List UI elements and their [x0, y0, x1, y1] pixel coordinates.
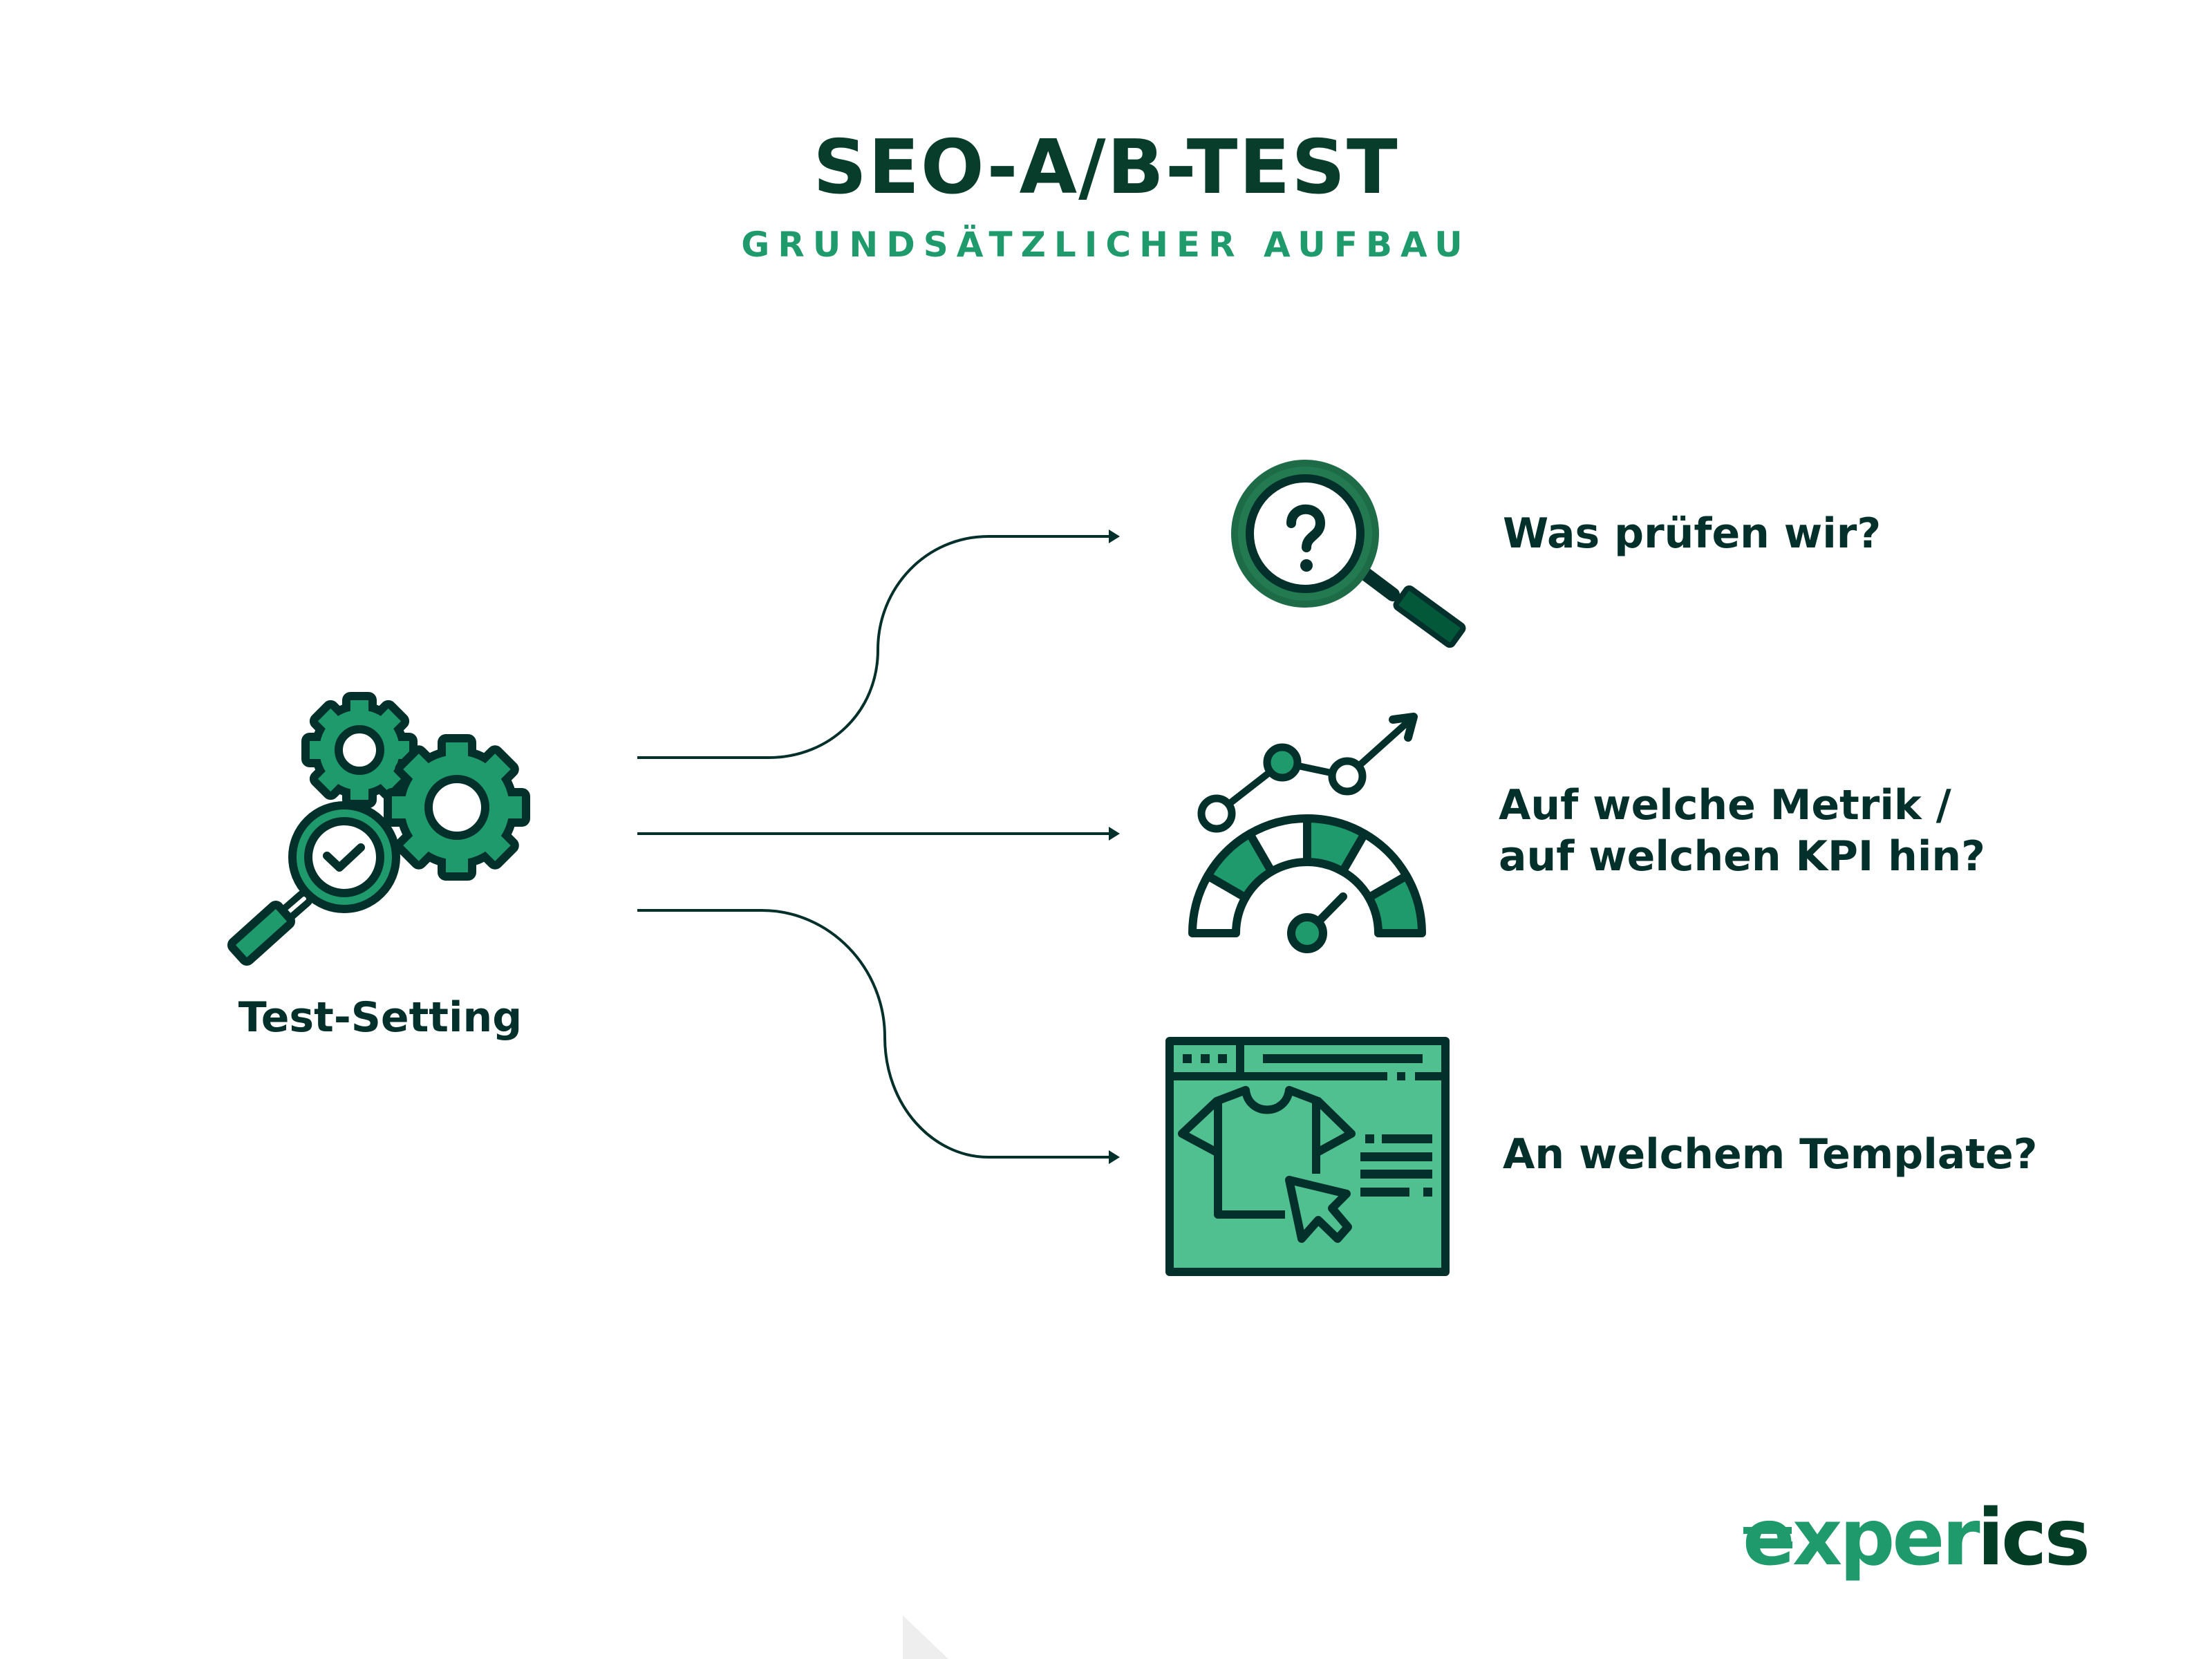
- page-subtitle: GRUNDSÄTZLICHER AUFBAU: [741, 225, 1471, 265]
- gears-magnifier-check-icon: [227, 692, 530, 966]
- decorative-corner: [903, 1615, 948, 1659]
- gear-tooth: [446, 742, 468, 762]
- gauge-chart-icon: [1188, 713, 1426, 953]
- gauge-segment: [1365, 872, 1426, 937]
- connectors: [637, 535, 1114, 1159]
- gear-tooth: [317, 708, 343, 733]
- target-label-template: An welchem Template?: [1503, 1130, 2038, 1179]
- gear-tooth: [446, 853, 468, 872]
- gear-tooth: [350, 783, 368, 800]
- logo-speed-lines: [1743, 1527, 1792, 1548]
- window-dots: [1183, 1054, 1432, 1197]
- test-setting-label: Test-Setting: [238, 993, 523, 1042]
- cursor-icon: [1285, 1176, 1352, 1243]
- gear-tooth: [403, 832, 433, 861]
- gear-icon: [384, 734, 530, 881]
- gear-tooth: [403, 753, 433, 783]
- experics-logo: experics: [1743, 1493, 2090, 1583]
- shirt-icon: [1178, 1086, 1356, 1219]
- gear-icon: [301, 692, 418, 808]
- arrowhead-icon: [1109, 827, 1120, 841]
- arrowhead-icon: [1109, 529, 1120, 543]
- gear-tooth: [376, 708, 402, 733]
- metric-line-1: Auf welche Metrik /: [1499, 781, 1951, 830]
- gear-tooth: [481, 832, 511, 861]
- arrowhead-icon: [1109, 1150, 1120, 1164]
- browser-shirt-cursor-icon: [1165, 1037, 1450, 1276]
- gear-tooth: [393, 741, 409, 759]
- magnifier-check-icon: [227, 801, 400, 966]
- gear-tooth: [503, 796, 522, 818]
- logo-part-2: ics: [1977, 1493, 2090, 1583]
- gear-tooth: [350, 700, 368, 717]
- gear-tooth: [481, 753, 511, 783]
- connector-top: [637, 535, 1114, 759]
- page-title: SEO-A/B-TEST: [813, 124, 1399, 211]
- gear-tooth: [317, 767, 343, 792]
- connector-bottom: [637, 909, 1114, 1159]
- target-label-what: Was prüfen wir?: [1503, 509, 1882, 558]
- logo-part-1: exper: [1743, 1493, 1980, 1583]
- gear-tooth: [310, 741, 326, 759]
- gear-tooth: [392, 796, 411, 818]
- target-label-metric: Auf welche Metrik / auf welchen KPI hin?: [1499, 780, 1985, 882]
- magnifier-question-icon: [1231, 460, 1466, 648]
- gear-tooth: [376, 767, 402, 792]
- metric-line-2: auf welchen KPI hin?: [1499, 832, 1985, 881]
- arrowheads: [1109, 529, 1120, 1164]
